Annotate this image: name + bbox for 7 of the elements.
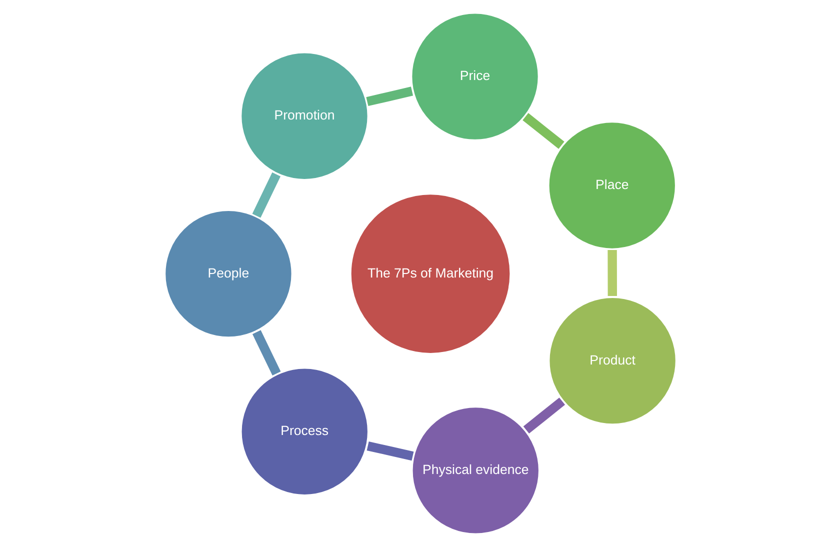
- connector: [366, 86, 413, 106]
- connector: [252, 172, 280, 218]
- connector: [522, 398, 565, 434]
- connector: [607, 250, 616, 296]
- connector: [522, 113, 564, 149]
- connector: [252, 330, 280, 376]
- connector: [366, 442, 414, 461]
